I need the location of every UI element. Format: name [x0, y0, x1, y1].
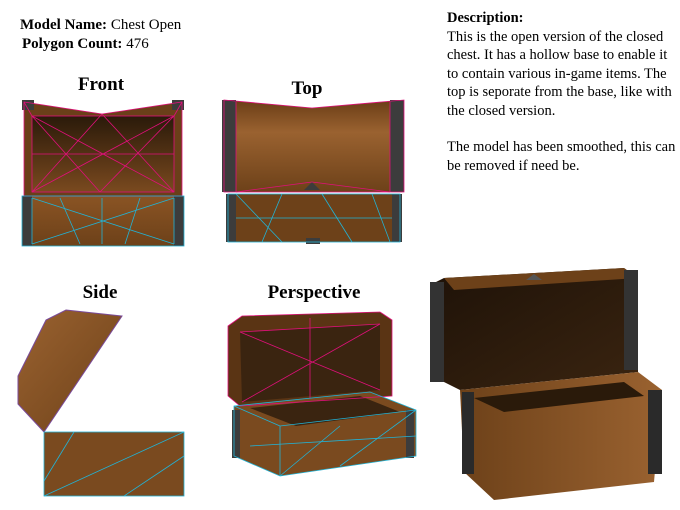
polygon-count-label: Polygon Count: [22, 36, 123, 52]
description-heading: Description: [447, 10, 524, 26]
front-view-label: Front [77, 74, 125, 95]
perspective-view-label: Perspective [267, 282, 361, 303]
side-view-image [17, 309, 185, 497]
description-paragraph-1: This is the open version of the closed c… [447, 28, 672, 119]
polygon-count-value: 476 [126, 36, 149, 52]
front-view [20, 98, 186, 248]
top-view-label: Top [291, 78, 323, 99]
polygon-count: Polygon Count: 476 [22, 35, 149, 53]
model-name-value: Chest Open [110, 17, 182, 33]
perspective-wire-image [227, 311, 417, 477]
description-paragraph-2: The model has been smoothed, this can be… [447, 139, 676, 174]
model-name-label: Model Name: [20, 17, 108, 33]
top-view [222, 98, 406, 248]
front-view-image [21, 100, 185, 247]
perspective-wire-view [220, 306, 420, 506]
perspective-render-image [430, 268, 662, 500]
description-panel: Description: This is the open version of… [447, 9, 679, 175]
top-view-image [222, 99, 405, 244]
model-name: Model Name: Chest Open [20, 16, 181, 34]
side-view-label: Side [82, 282, 118, 303]
side-view [14, 306, 188, 502]
perspective-render-view [424, 262, 672, 506]
